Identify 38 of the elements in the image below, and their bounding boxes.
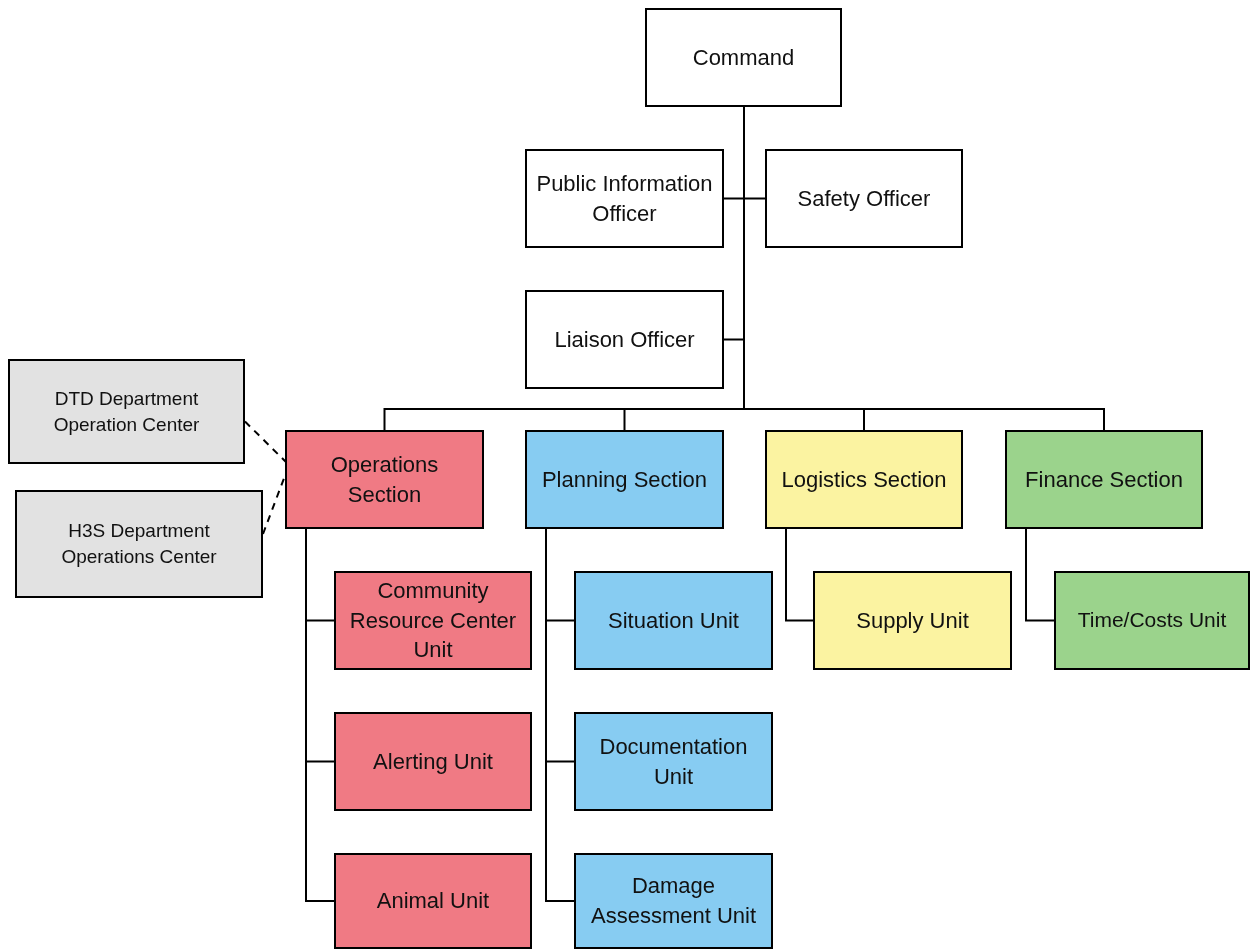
box-label: Logistics Section <box>781 465 947 494</box>
box-label: Damage Assessment Unit <box>589 872 758 930</box>
org-box <box>334 712 532 811</box>
org-box <box>285 430 484 529</box>
box-label: Documentation Unit <box>598 732 749 791</box>
connector-line <box>1025 528 1055 622</box>
org-box <box>574 571 773 670</box>
box-label: Animal Unit <box>376 887 490 916</box>
org-box <box>15 490 263 598</box>
box-label: Supply Unit <box>856 606 969 635</box>
box-label: H3S Department Operations Center <box>60 519 218 569</box>
org-box <box>1005 430 1203 529</box>
org-box <box>1054 571 1250 670</box>
connector-line <box>785 528 814 622</box>
org-box <box>525 149 724 248</box>
box-label: Time/Costs Unit <box>1077 607 1227 634</box>
org-box <box>525 290 724 389</box>
org-box <box>765 430 963 529</box>
box-label: Planning Section <box>541 465 708 494</box>
org-box <box>765 149 963 248</box>
box-label: DTD Department Operation Center <box>52 386 201 437</box>
box-label: Operations Section <box>329 450 440 509</box>
box-label: Liaison Officer <box>554 325 695 354</box>
org-box <box>574 853 773 949</box>
box-label: Finance Section <box>1025 465 1183 494</box>
org-box <box>574 712 773 811</box>
box-label: Public Information Officer <box>535 169 714 228</box>
box-label: Safety Officer <box>797 184 931 213</box>
org-box <box>813 571 1012 670</box>
box-label: Command <box>692 43 795 72</box>
org-box <box>334 853 532 949</box>
org-box <box>645 8 842 107</box>
org-box <box>334 571 532 670</box>
box-label: Situation Unit <box>608 606 739 635</box>
box-label: Community Resource Center Unit <box>348 576 518 665</box>
box-label: Alerting Unit <box>373 747 493 776</box>
org-box <box>525 430 724 529</box>
org-box <box>8 359 245 464</box>
